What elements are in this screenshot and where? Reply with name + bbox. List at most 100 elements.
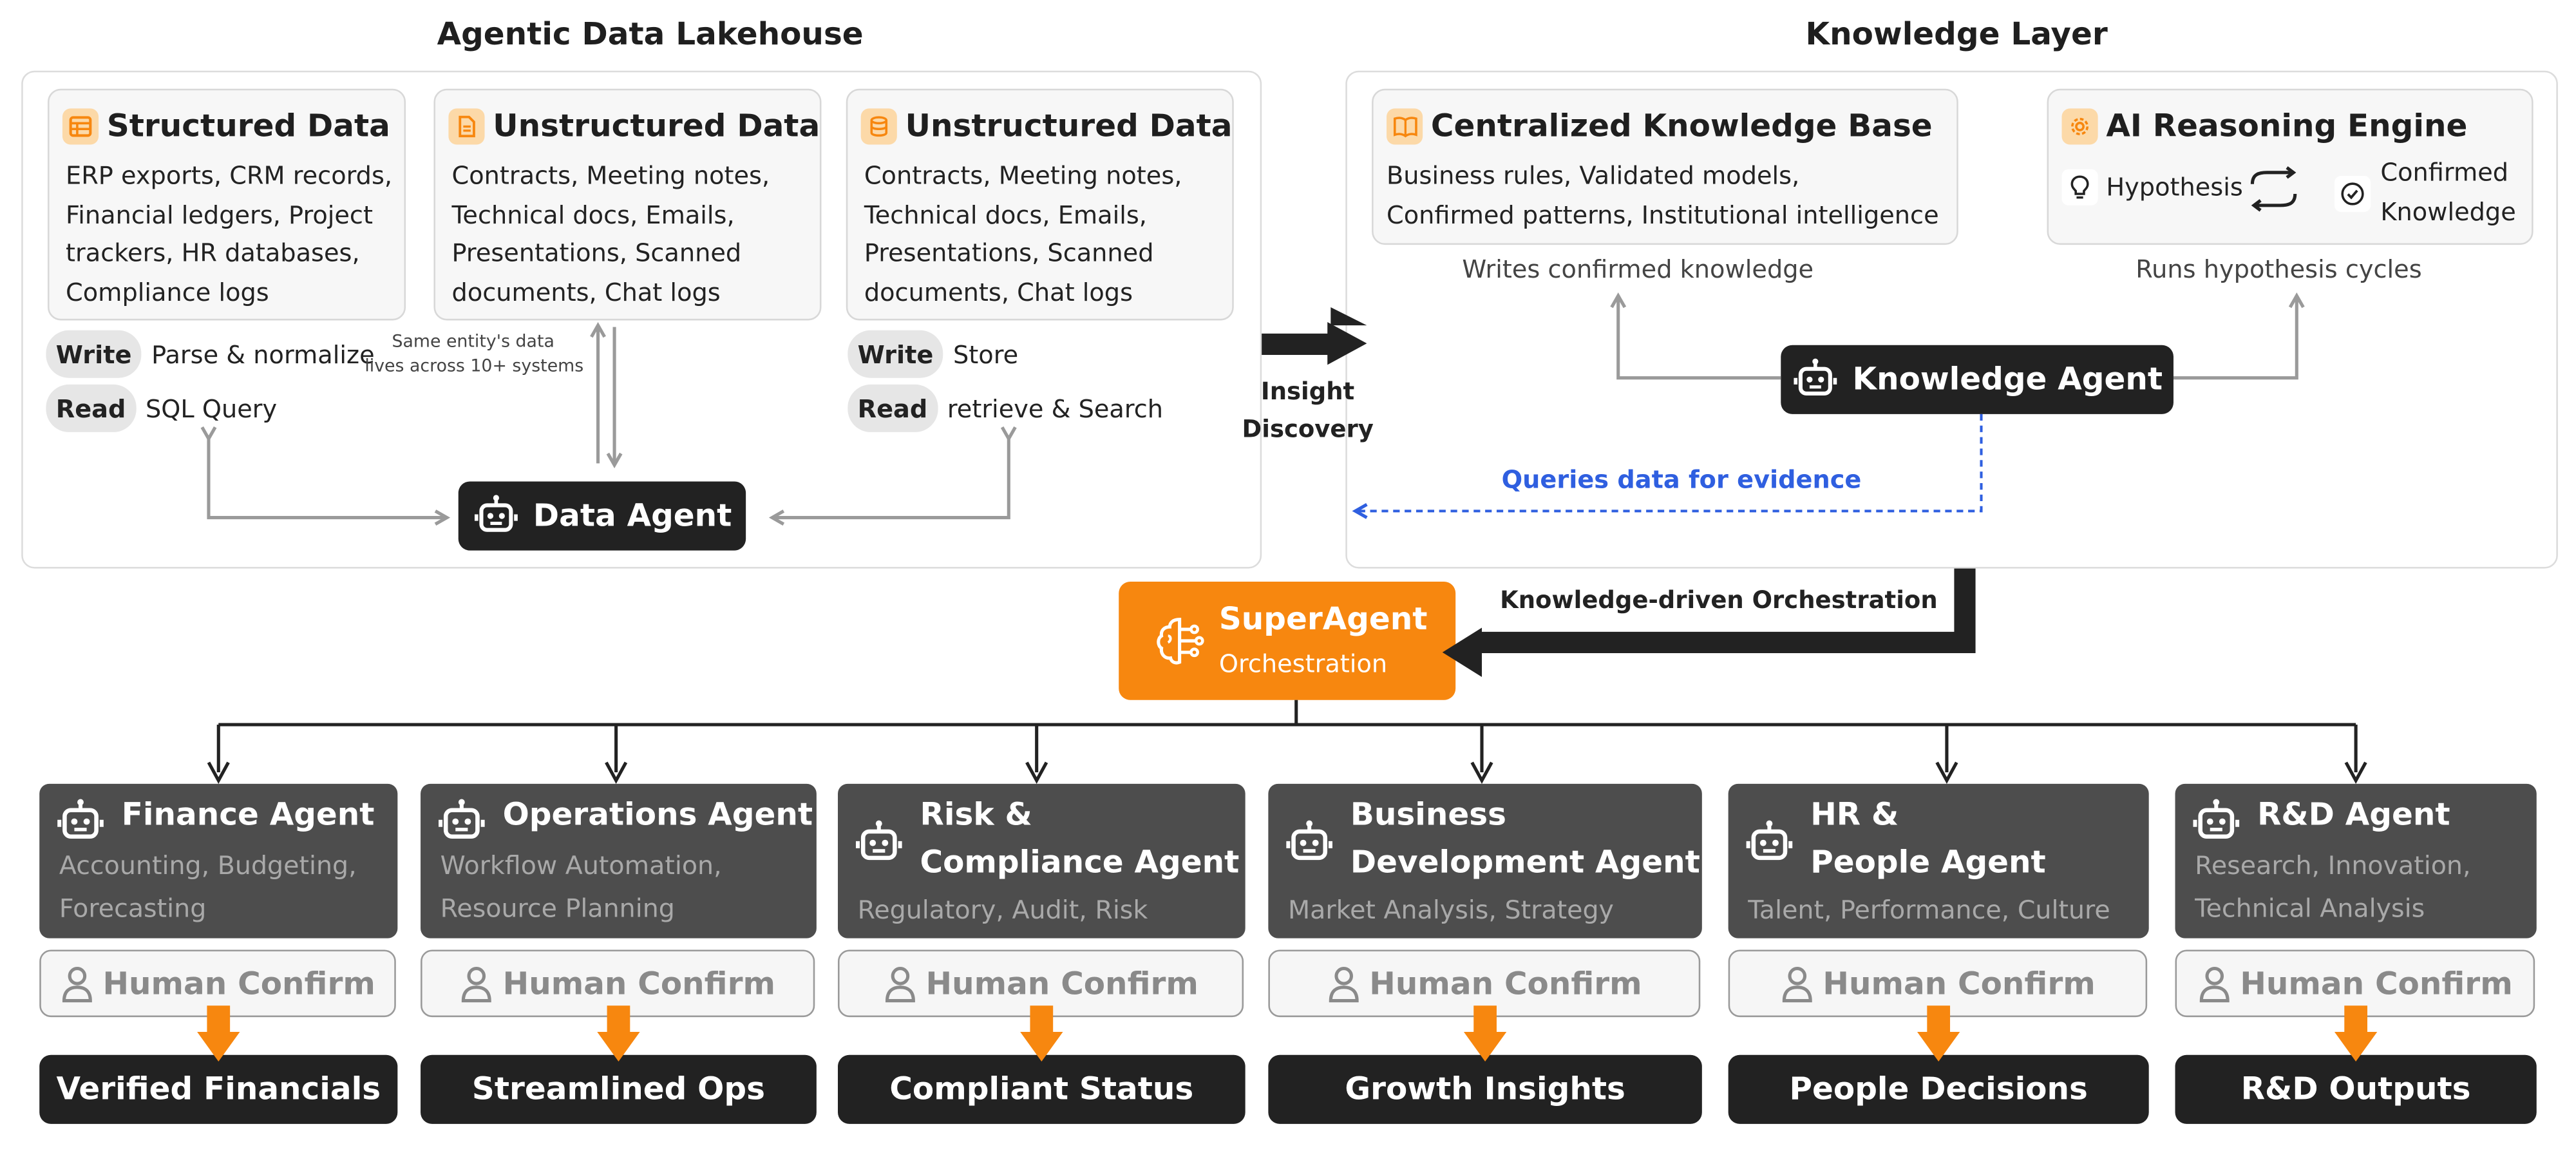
outcome-box: Verified Financials [39,1054,398,1124]
human-confirm-label: Human Confirm [1369,965,1642,1002]
read-pill: Read [46,384,136,432]
reasoning-engine-card: AI Reasoning Engine Hypothesis Confirmed… [2047,88,2533,245]
card-line: Presentations, Scanned [864,238,1154,268]
agent-name: Risk & [920,797,1032,833]
robot-icon [56,797,106,853]
card-title: Centralized Knowledge Base [1430,108,1933,145]
agent-name: Finance Agent [121,797,375,833]
write-text: Store [953,339,1019,369]
card-line: documents, Chat logs [451,276,721,307]
writes-knowledge-connector [1618,298,1781,380]
writes-confirmed-label: Writes confirmed knowledge [1462,254,1814,285]
outcome-box: People Decisions [1728,1054,2149,1124]
knowledge-agent-button[interactable]: Knowledge Agent [1781,345,2174,414]
card-line: Business rules, Validated models, [1387,160,1800,191]
outcome-label: Growth Insights [1345,1071,1625,1108]
card-title: Unstructured Data [905,108,1233,145]
outcome-box: Growth Insights [1268,1054,1702,1124]
confirm-arrow-shaft [2344,1005,2367,1036]
superagent-title: SuperAgent [1218,601,1428,638]
left-write-op: Write Parse & normalize [46,330,375,378]
distribution-arrowhead [2344,761,2367,785]
data-agent-button[interactable]: Data Agent [458,481,746,551]
confirm-arrow-shaft [207,1005,231,1036]
confirm-arrow-head [1463,1032,1507,1062]
agent-name: Business [1350,797,1506,833]
agent-description: Accounting, Budgeting, [59,851,357,881]
robot-icon [2192,797,2241,853]
card-line: documents, Chat logs [864,276,1133,307]
unstructured-data-card-2: Unstructured Data Contracts, Meeting not… [846,88,1234,321]
database-icon [860,108,897,145]
note-line: lives across 10+ systems [365,356,584,377]
person-icon [2197,964,2230,1003]
read-text: retrieve & Search [947,393,1164,423]
card-line: Presentations, Scanned [451,238,742,268]
person-icon [460,964,493,1003]
confirm-arrow-head [597,1032,640,1062]
confirmed-knowledge-label: Confirmed Knowledge [2380,155,2515,232]
left-read-op: Read SQL Query [46,384,278,432]
superagent-subtitle: Orchestration [1218,649,1388,679]
brain-icon [1157,618,1204,665]
human-confirm-button[interactable]: Human Confirm [1268,949,1701,1018]
orchestration-arrow-shaft [1478,568,1976,654]
agent-description: Regulatory, Audit, Risk [857,895,1148,926]
book-icon [1387,108,1423,145]
distribution-arrowhead [207,761,230,785]
lakehouse-title: Agentic Data Lakehouse [437,16,864,53]
agent-name: HR & [1810,797,1899,833]
orchestration-label: Knowledge-driven Orchestration [1500,588,1938,615]
confirm-arrow-head [1917,1032,1960,1062]
agent-description: Market Analysis, Strategy [1287,895,1614,926]
card-line: ERP exports, CRM records, [66,160,393,191]
check-circle-icon [2334,175,2371,213]
distribution-arrowhead [605,761,628,785]
confirm-arrow-shaft [607,1005,630,1036]
data-agent-label: Data Agent [533,497,732,535]
human-confirm-label: Human Confirm [102,965,375,1002]
insight-discovery-arrow-head [1327,321,1367,365]
superagent-box[interactable]: SuperAgent Orchestration [1119,582,1456,700]
read-pill: Read [848,384,938,432]
distribution-arrowhead [1935,761,1958,785]
distribution-arrowhead [1025,761,1048,785]
card-line: Confirmed patterns, Institutional intell… [1387,199,1939,229]
agent-description: Resource Planning [440,893,675,924]
card-line: Financial ledgers, Project [66,199,373,229]
agent-name: Operations Agent [502,797,813,833]
lightbulb-icon [2061,169,2098,205]
right-write-op: Write Store [848,330,1018,378]
hypothesis-label: Hypothesis [2106,172,2243,202]
robot-icon [1285,818,1334,874]
table-icon [62,108,99,145]
human-confirm-label: Human Confirm [502,965,776,1002]
read-text: SQL Query [146,393,278,423]
systems-note: Same entity's data lives across 10+ syst… [365,330,584,380]
card-title: Unstructured Data [493,108,820,145]
robot-icon [473,495,517,532]
robot-icon [855,818,904,874]
knowledge-agent-label: Knowledge Agent [1852,361,2163,398]
write-pill: Write [848,330,943,378]
structured-data-card: Structured Data ERP exports, CRM records… [47,88,406,321]
card-line: Technical docs, Emails, [864,199,1147,229]
card-line: Technical docs, Emails, [451,199,735,229]
card-title: Structured Data [106,108,390,145]
card-title: AI Reasoning Engine [2106,108,2468,145]
agent-name: R&D Agent [2257,797,2450,833]
distribution-arrowhead [1470,761,1493,785]
confirm-arrow-shaft [1030,1005,1054,1036]
insight-discovery-label: Insight Discovery [1242,375,1374,450]
confirm-arrow-shaft [1473,1005,1497,1036]
human-confirm-label: Human Confirm [2240,965,2513,1002]
orchestration-arrow-head [1442,627,1482,678]
